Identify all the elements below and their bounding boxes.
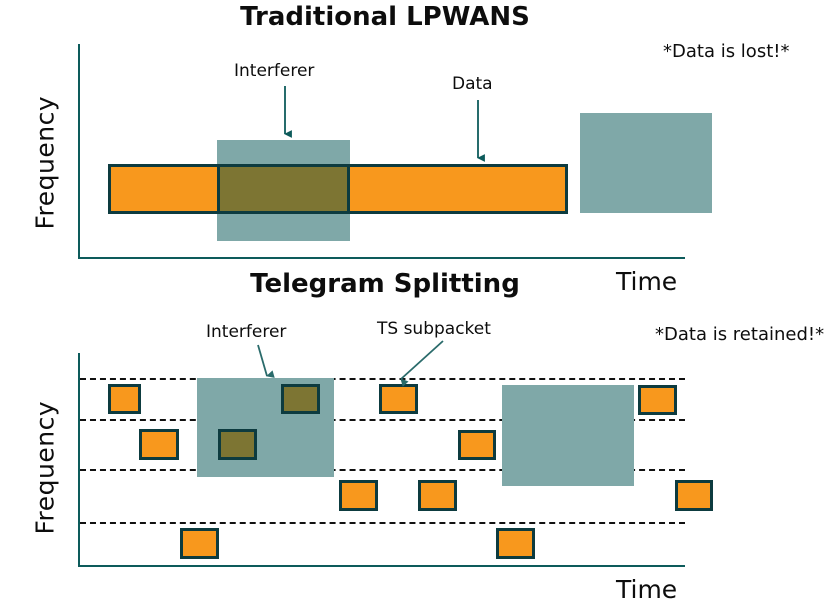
interferer-block-traditional-2 (580, 113, 712, 213)
note-data-is-lost: *Data is lost!* (663, 41, 790, 62)
frequency-channel-line-1 (80, 378, 685, 380)
ts-subpacket-r1-c2-collided (281, 384, 320, 414)
panel-title-telegram-splitting: Telegram Splitting (250, 269, 520, 299)
panel-title-traditional: Traditional LPWANS (240, 2, 530, 32)
arrow-interferer-telegram (257, 344, 275, 378)
ts-subpacket-r2-c2-collided (218, 429, 257, 460)
callout-label-interferer-telegram: Interferer (206, 322, 287, 342)
callout-label-ts-subpacket: TS subpacket (377, 319, 491, 339)
panel-traditional-lpwans: Traditional LPWANS *Data is lost!* Frequ… (0, 0, 828, 300)
ts-subpacket-r4-c2 (496, 528, 535, 559)
ts-subpacket-r3-c3 (675, 480, 713, 511)
note-data-is-retained: *Data is retained!* (655, 324, 825, 345)
overlap-region-traditional (217, 164, 350, 214)
ts-subpacket-r2-c1 (139, 429, 179, 460)
callout-label-data-traditional: Data (452, 74, 493, 94)
callout-arrows-traditional (284, 86, 485, 162)
frequency-channel-line-4 (80, 522, 685, 524)
arrow-ts-subpacket (400, 340, 444, 387)
frequency-channel-line-2 (80, 419, 685, 421)
callout-label-interferer-traditional: Interferer (234, 61, 315, 81)
interferer-block-telegram-2 (502, 385, 634, 486)
x-axis-label-traditional: Time (616, 267, 678, 296)
ts-subpacket-r1-c4 (638, 385, 677, 415)
callout-arrows-telegram (257, 340, 444, 387)
y-axis-line-telegram (78, 353, 80, 566)
y-axis-line-traditional (78, 44, 80, 259)
ts-subpacket-r2-c3 (458, 430, 496, 460)
x-axis-label-telegram: Time (616, 575, 678, 604)
x-axis-line-telegram (78, 565, 685, 567)
ts-subpacket-r1-c3 (379, 384, 418, 414)
ts-subpacket-r1-c1 (108, 384, 141, 414)
ts-subpacket-r3-c2 (418, 480, 457, 511)
x-axis-line-traditional (78, 257, 685, 259)
frequency-channel-line-3 (80, 469, 685, 471)
panel-telegram-splitting: Telegram Splitting *Data is retained!* F… (0, 269, 828, 606)
ts-subpacket-r4-c1 (180, 528, 219, 559)
ts-subpacket-r3-c1 (339, 480, 378, 511)
